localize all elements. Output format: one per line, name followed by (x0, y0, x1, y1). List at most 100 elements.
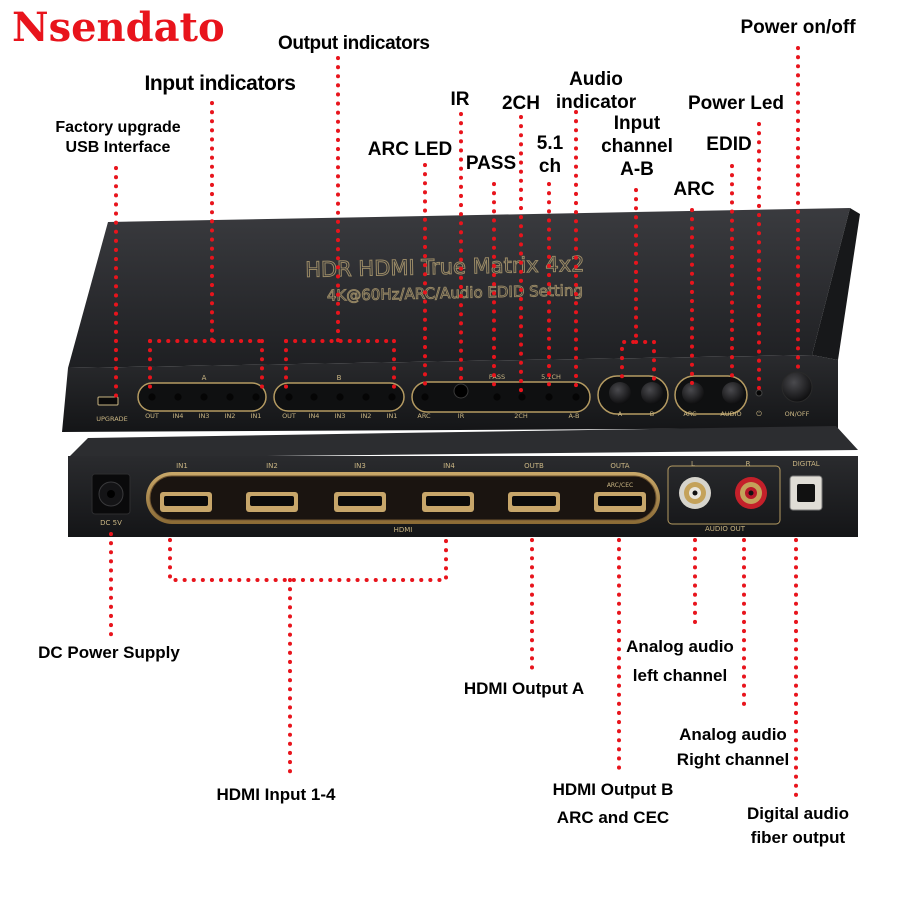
port-label-in3: IN3 (354, 462, 366, 470)
button-a[interactable] (609, 382, 631, 404)
led-51ch (545, 393, 553, 401)
status-label-arc: ARC (417, 412, 431, 420)
label-edid: EDID (706, 134, 752, 155)
label-pass: PASS (465, 153, 517, 174)
label-arc-led: ARC LED (367, 139, 453, 160)
leader-lines (109, 46, 800, 797)
upgrade-label: UPGRADE (96, 415, 128, 423)
led-arc (421, 393, 429, 401)
led-b-label-in2: IN2 (361, 412, 372, 420)
led-b-in2 (362, 393, 370, 401)
hdmi-port-outa (594, 492, 646, 512)
port-label-outa: OUTA (610, 462, 629, 470)
status-label-ir: IR (458, 412, 465, 420)
port-label-outb: OUTB (524, 462, 544, 470)
button-arc-label: ARC (683, 410, 697, 418)
usb-upgrade-port (97, 396, 119, 406)
standby-icon: ⏻ (756, 410, 762, 418)
led-a-in4 (174, 393, 182, 401)
button-a-label: A (618, 410, 623, 418)
led-pass (493, 393, 501, 401)
label-dc-power: DC Power Supply (38, 643, 180, 662)
led-b-in4 (310, 393, 318, 401)
audio-l-label: L (691, 460, 695, 468)
hdmi-ports (160, 492, 646, 512)
pass-label: PASS (489, 373, 505, 381)
button-b[interactable] (641, 382, 663, 404)
front-unit: HDR HDMI True Matrix 4x2 4K@60Hz/ARC/Aud… (62, 208, 860, 432)
optical-port (789, 475, 823, 511)
fiveone-label: 5.1CH (541, 373, 561, 381)
digital-label: DIGITAL (792, 460, 819, 468)
hdmi-port-outb (508, 492, 560, 512)
label-power-onoff: Power on/off (740, 17, 856, 38)
led-b-label-in4: IN4 (309, 412, 320, 420)
led-a-label-out: OUT (145, 412, 159, 420)
led-b-out (285, 393, 293, 401)
led-a-in3 (200, 393, 208, 401)
hdmi-port-in1 (160, 492, 212, 512)
audio-out-label: AUDIO OUT (705, 525, 746, 533)
label-2ch: 2CH (501, 93, 540, 114)
front-unit-top-surface (68, 208, 850, 368)
led-group-b-leds (285, 393, 396, 401)
led-b-label-in1: IN1 (387, 412, 398, 420)
label-ir: IR (450, 89, 470, 110)
label-input-indicators: Input indicators (144, 72, 296, 95)
hdmi-port-in4 (422, 492, 474, 512)
button-audio-label: AUDIO (720, 410, 741, 418)
arc-cec-label: ARC/CEC (607, 482, 633, 489)
led-b-in3 (336, 393, 344, 401)
led-a-label-in2: IN2 (225, 412, 236, 420)
button-audio[interactable] (722, 382, 744, 404)
label-hdmi-input: HDMI Input 1-4 (216, 785, 336, 804)
status-led-group (411, 381, 591, 413)
hdmi-port-in2 (246, 492, 298, 512)
label-power-led: Power Led (687, 93, 785, 114)
led-a-label-in4: IN4 (173, 412, 184, 420)
port-label-in2: IN2 (266, 462, 278, 470)
button-arc[interactable] (682, 382, 704, 404)
button-b-label: B (650, 410, 654, 418)
led-a-out (148, 393, 156, 401)
led-a-label-in3: IN3 (199, 412, 210, 420)
label-arc: ARC (673, 179, 715, 200)
group-b-label: B (337, 374, 342, 382)
led-b-label-in3: IN3 (335, 412, 346, 420)
status-label-ab: A-B (569, 412, 580, 420)
led-a-in2 (226, 393, 234, 401)
group-a-label: A (202, 374, 207, 382)
port-label-in1: IN1 (176, 462, 188, 470)
led-2ch (518, 393, 526, 401)
power-led (755, 389, 763, 397)
led-b-label-out: OUT (282, 412, 296, 420)
power-button[interactable] (781, 371, 813, 403)
led-group-a-leds (148, 393, 260, 401)
label-hdmi-output-a: HDMI Output A (463, 679, 585, 698)
audio-r-label: R (746, 460, 751, 468)
label-output-indicators: Output indicators (278, 33, 430, 54)
back-unit-top (68, 426, 858, 458)
status-label-2ch: 2CH (514, 412, 528, 420)
led-ab (572, 393, 580, 401)
ir-receiver (453, 383, 469, 399)
led-a-label-in1: IN1 (251, 412, 262, 420)
led-a-in1 (252, 393, 260, 401)
hdmi-label: HDMI (394, 526, 413, 534)
hdmi-port-in3 (334, 492, 386, 512)
power-button-label: ON/OFF (785, 410, 810, 418)
port-label-in4: IN4 (443, 462, 455, 470)
audio-out-frame (667, 465, 781, 525)
rca-right-jack (735, 477, 767, 509)
brand-logo: Nsendato (12, 4, 225, 51)
rca-left-jack (679, 477, 711, 509)
